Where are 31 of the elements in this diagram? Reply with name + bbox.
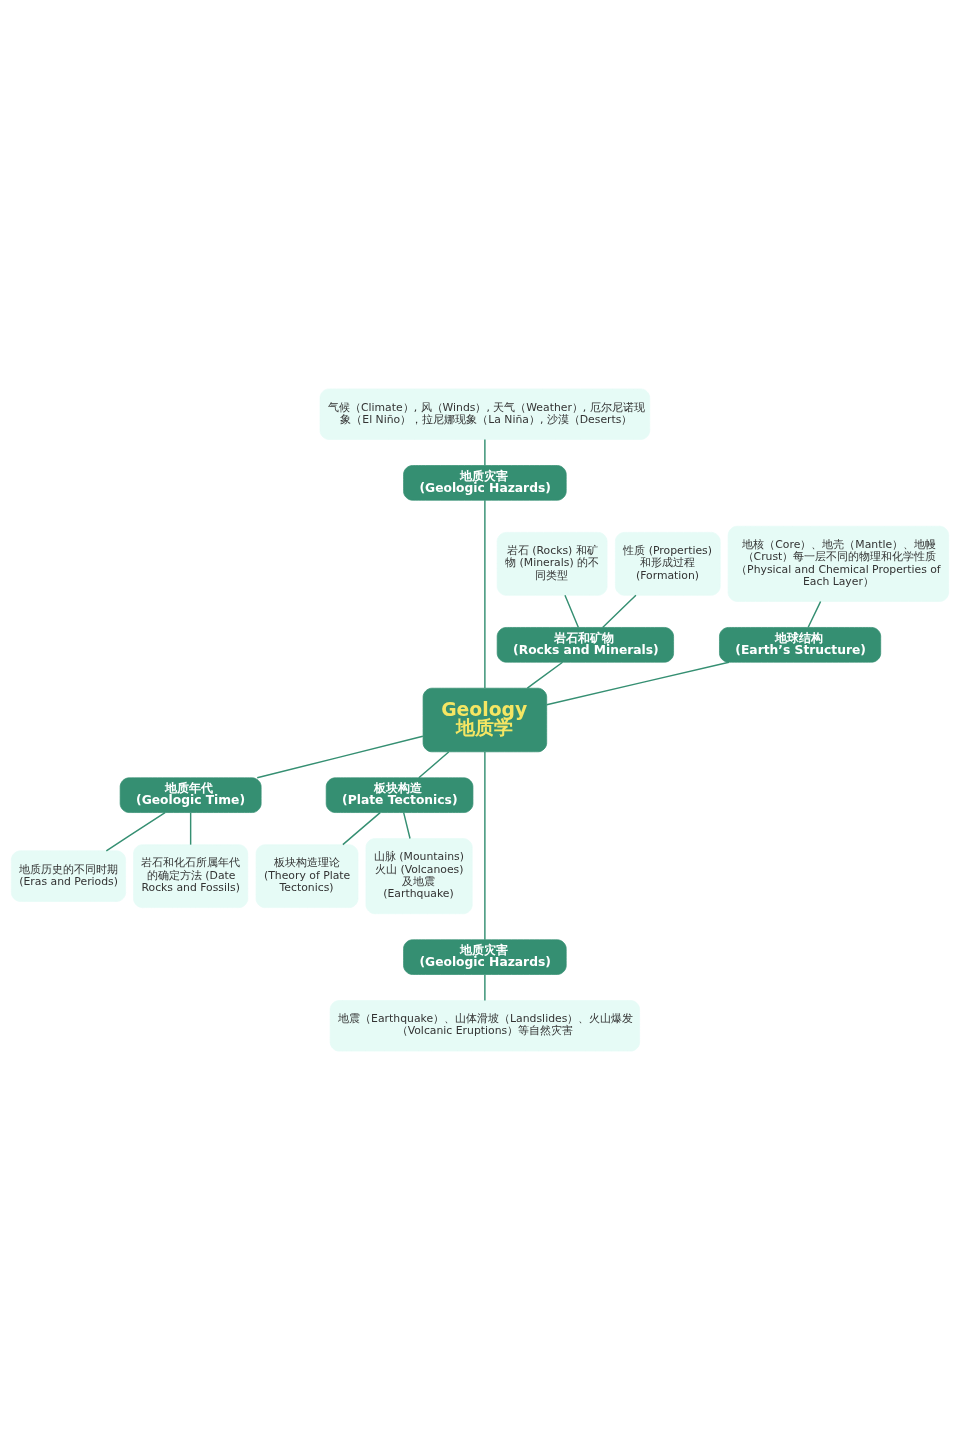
node-box: 山脉 (Mountains) 火山 (Volcanoes) 及地震 (Earthquake) [365,838,473,915]
node-box: 气候（Climate）, 风（Winds）, 天气（Weather）, 厄尔尼诺现象（El Niño），拉尼娜现象（La Niña）, 沙漠（Deserts） [319,388,651,440]
connector [256,735,424,779]
node-box: 岩石和化石所属年代的确定方法 (Date Rocks and Fossils) [133,844,249,908]
node-box: 性质 (Properties) 和形成过程 (Formation) [615,532,721,596]
connector [484,499,486,689]
node-box: 地质灾害 (Geologic Hazards) [403,465,567,501]
node-box: 地球结构 (Earth’s Structure) [719,627,882,663]
node-box: 岩石 (Rocks) 和矿物 (Minerals) 的不同类型 [496,532,608,596]
connector [402,811,411,840]
connector [807,600,822,628]
connector [484,438,486,467]
connector [526,661,564,689]
node-box: 地震（Earthquake）、山体滑坡（Landslides）、火山爆发（Volcanic Eruptions）等自然灾害 [329,1000,640,1052]
connector [564,594,580,629]
node-box: 地质历史的不同时期 (Eras and Periods) [11,850,126,902]
connector [105,811,166,852]
connector [189,811,192,846]
node-box: 板块构造 (Plate Tectonics) [325,777,474,813]
node-box: 板块构造理论 (Theory of Plate Tectonics) [255,844,359,908]
connector [484,974,486,1002]
node-box: 地质年代 (Geologic Time) [119,777,262,813]
connector [418,751,450,779]
node-box: 岩石和矿物 (Rocks and Minerals) [496,627,674,663]
connector [342,811,381,846]
connector [484,751,486,941]
node-box: Geology 地质学 [422,687,548,753]
node-box: 地质灾害 (Geologic Hazards) [403,939,567,975]
connector [546,661,730,706]
connector [601,594,637,629]
node-box: 地核（Core）、地壳（Mantle）、地幔（Crust）每一层不同的物理和化学性质（Physical and Chemical Properties of Each Layer） [727,525,949,602]
